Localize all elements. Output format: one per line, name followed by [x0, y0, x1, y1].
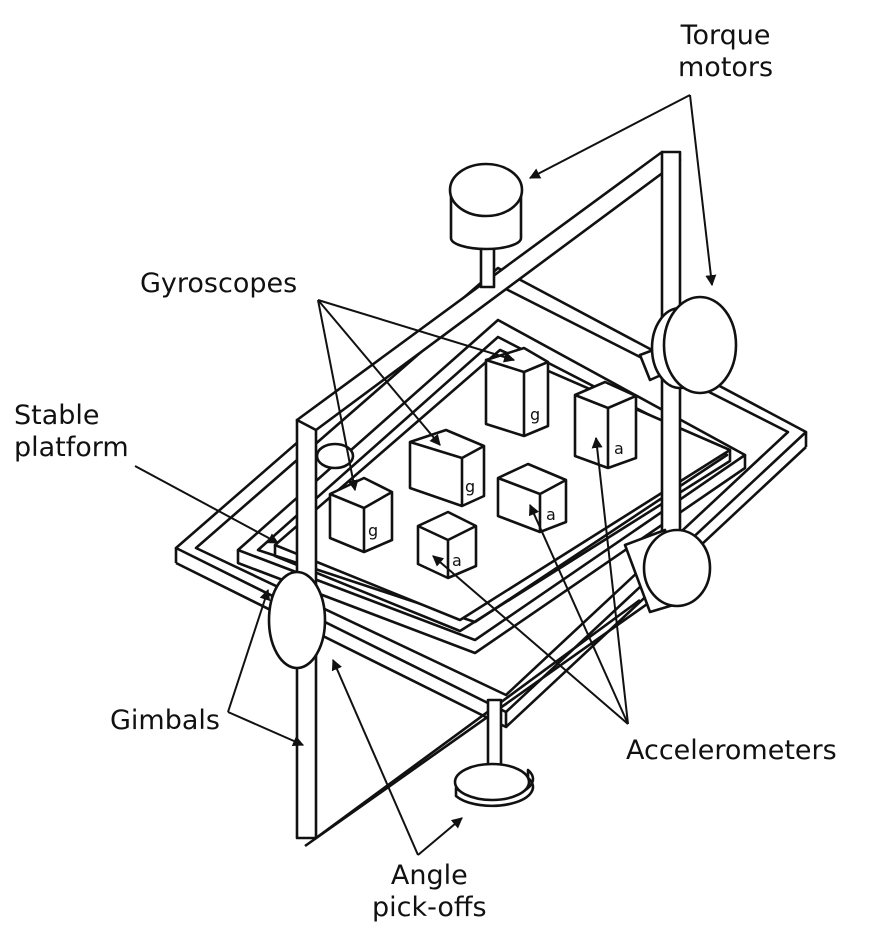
arrow-stable-platform: [134, 465, 279, 544]
accel-block-1: [573, 380, 638, 470]
bottom-angle-pickoff: [453, 698, 535, 808]
inner-pivot: [315, 442, 355, 470]
arrow-torque-right: [689, 94, 717, 287]
gyro-block-2: [408, 428, 486, 508]
accel-mark-1: a: [614, 439, 624, 458]
arrow-accel-2: [529, 503, 629, 725]
gyro-mark-3: g: [368, 521, 378, 540]
label-angle-pickoffs-line2: pick-offs: [372, 892, 487, 923]
arrow-gimbal-2: [227, 711, 305, 747]
top-torque-motor: [448, 162, 524, 289]
arrow-pickoff-1: [331, 658, 419, 856]
label-accelerometers: Accelerometers: [626, 735, 837, 766]
arrow-torque-top: [529, 94, 691, 179]
gyro-block-3: [328, 476, 394, 554]
arrow-gyro-3: [317, 299, 359, 492]
label-stable-platform-line2: platform: [14, 432, 129, 463]
right-pickoff-cylinder: [623, 528, 712, 614]
left-pickoff-ellipse: [267, 570, 327, 670]
label-gyroscopes: Gyroscopes: [140, 268, 298, 299]
label-torque-motors-line1: Torque: [680, 20, 771, 51]
arrow-accel-1: [591, 436, 629, 725]
arrow-accel-3: [432, 555, 629, 725]
arrow-gyro-1: [317, 299, 516, 363]
gyro-mark-2: g: [465, 477, 475, 496]
accel-mark-3: a: [452, 551, 462, 570]
arrow-gimbal-1: [227, 588, 271, 713]
label-stable-platform: Stable platform: [14, 400, 129, 464]
label-stable-platform-line1: Stable: [14, 400, 100, 431]
right-torque-motor: [638, 295, 738, 395]
gyro-block-1: [484, 346, 550, 438]
arrow-pickoff-2: [417, 817, 463, 856]
label-angle-pickoffs: Angle pick-offs: [372, 860, 487, 924]
label-torque-motors: Torque motors: [678, 20, 773, 84]
label-gimbals: Gimbals: [110, 705, 220, 736]
gyro-mark-1: g: [530, 405, 540, 424]
label-angle-pickoffs-line1: Angle: [390, 860, 468, 891]
accel-mark-2: a: [546, 505, 556, 524]
arrow-gyro-2: [317, 299, 441, 446]
label-torque-motors-line2: motors: [678, 52, 774, 83]
